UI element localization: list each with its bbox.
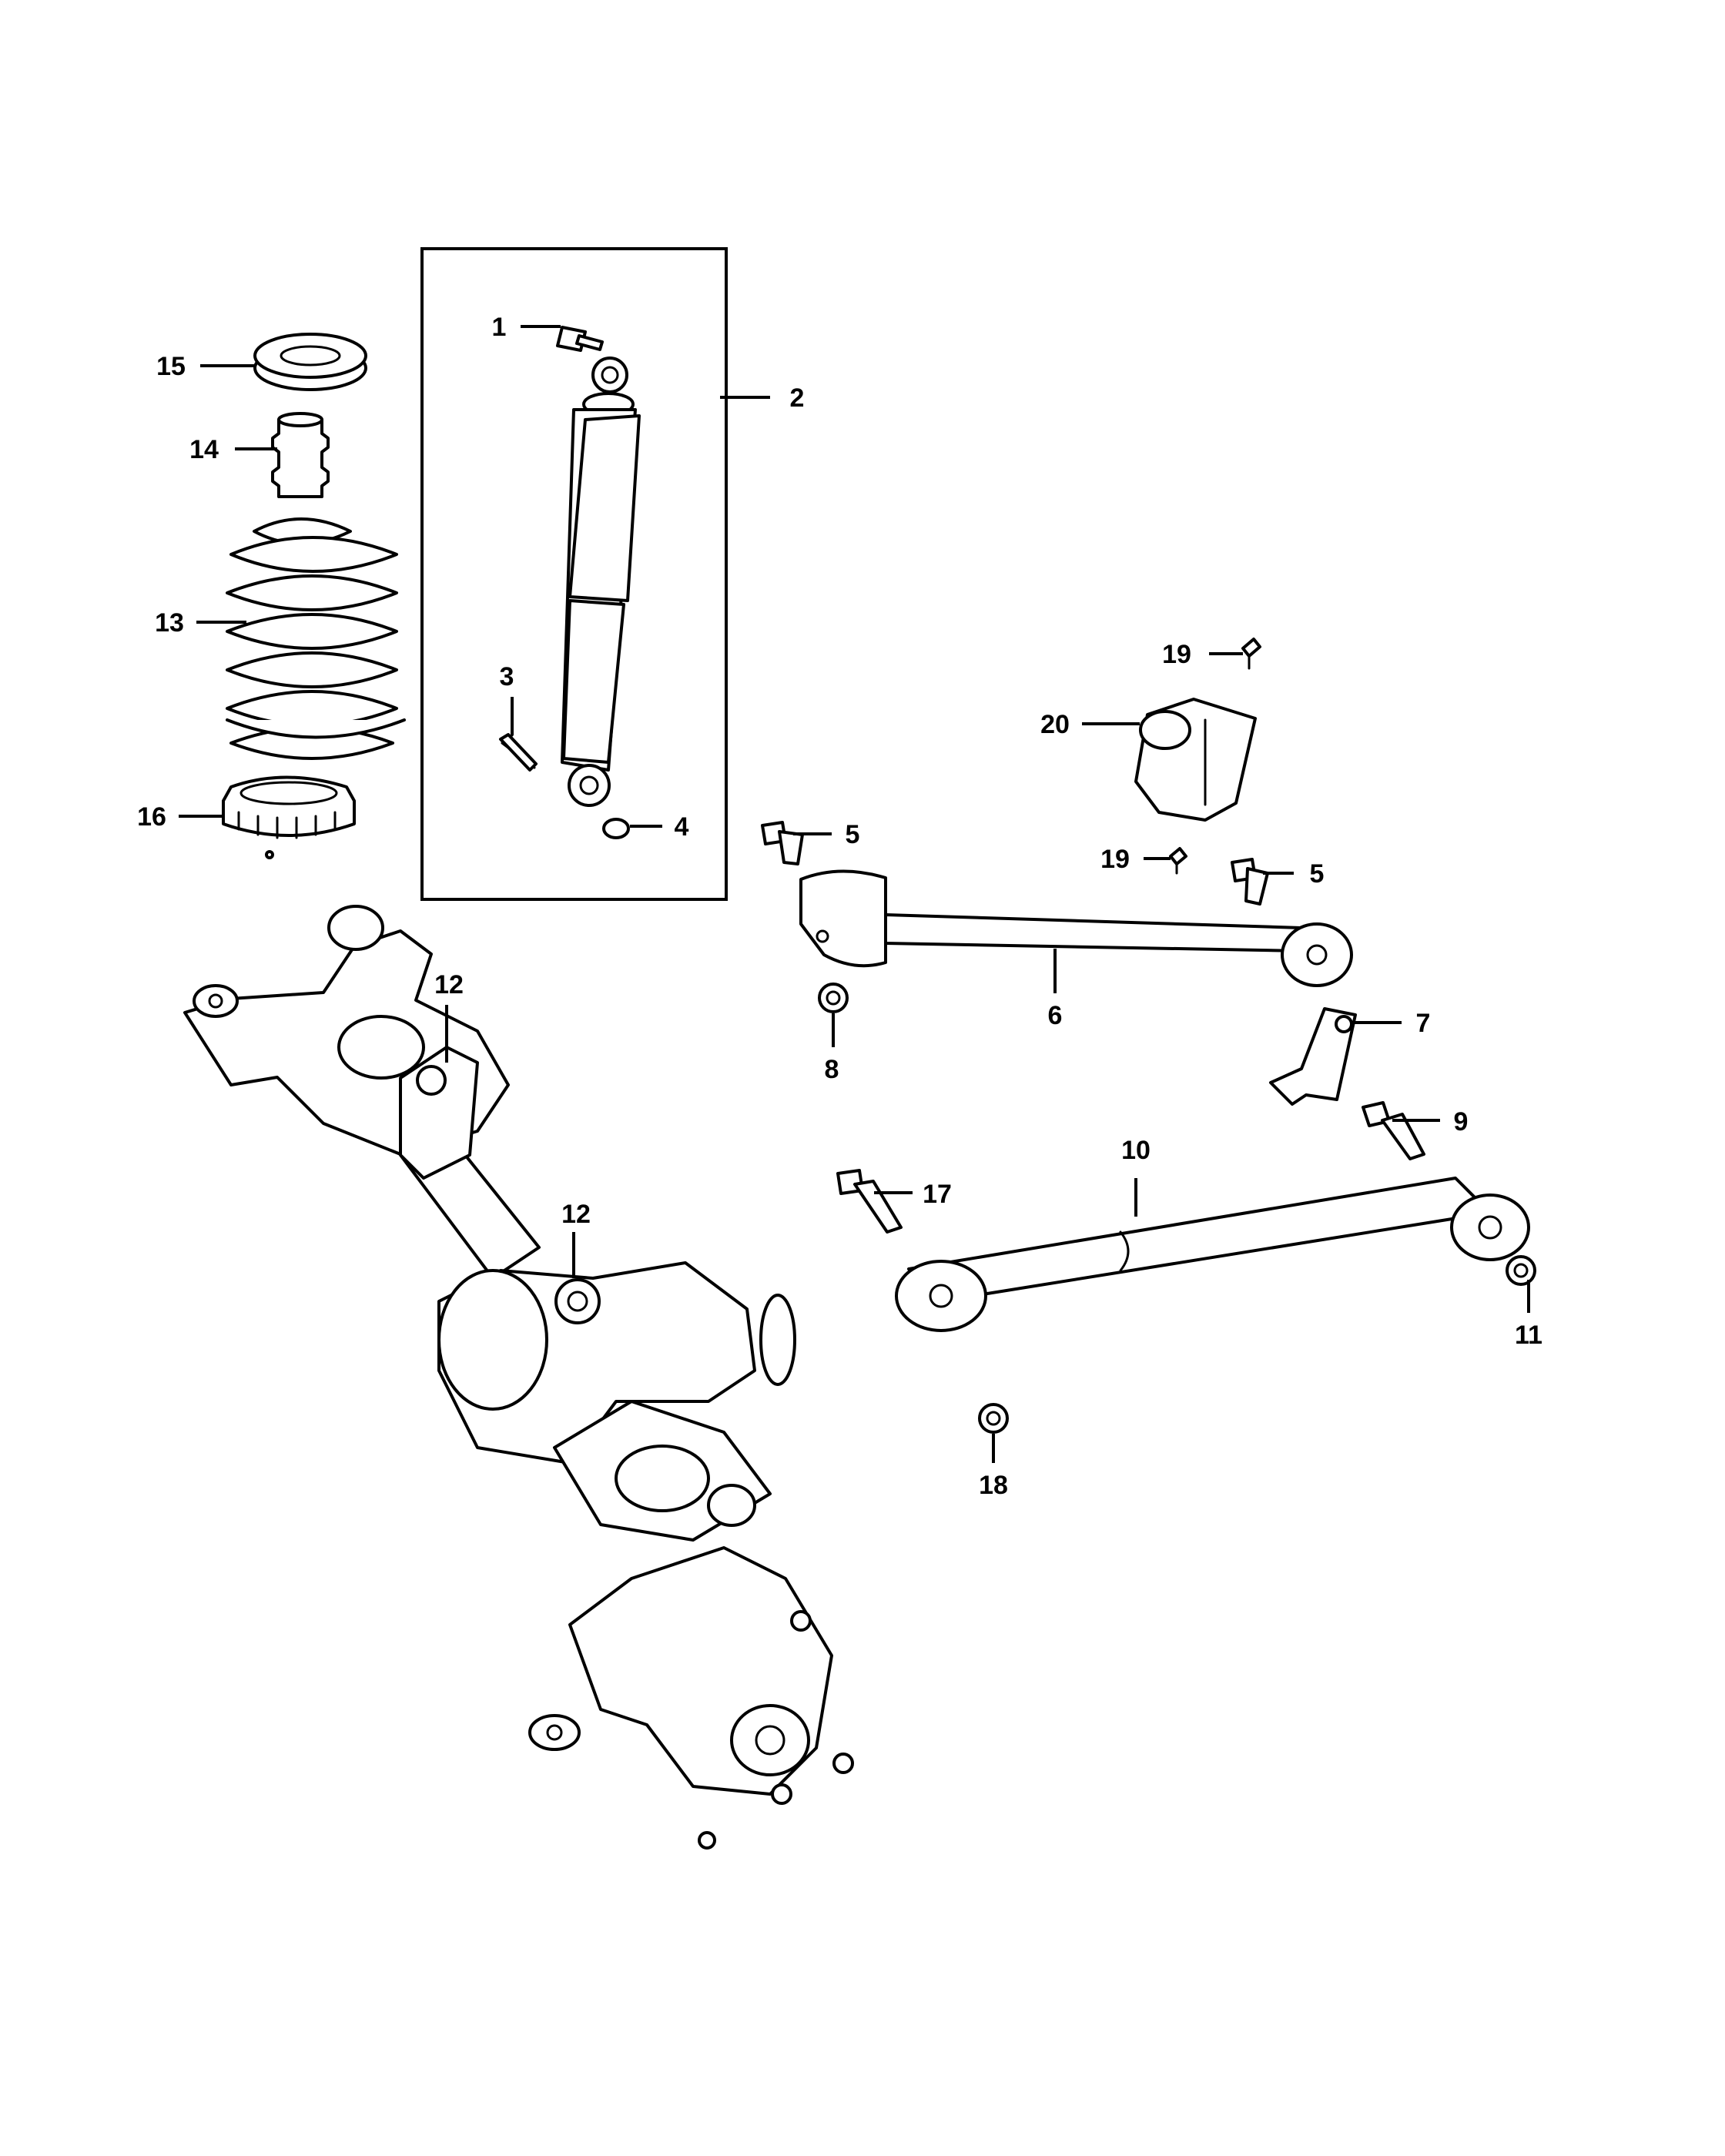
part-5-bolt-right (1231, 858, 1269, 906)
part-10-lower-control-arm (895, 1177, 1530, 1332)
callout-18: 18 (979, 1471, 1008, 1500)
callout-13: 13 (155, 608, 184, 638)
callout-2: 2 (790, 383, 805, 413)
callout-5-right: 5 (1310, 859, 1325, 889)
part-3-clip (499, 703, 538, 772)
callout-16: 16 (137, 802, 166, 832)
callout-5-left: 5 (846, 820, 860, 849)
callout-9: 9 (1454, 1107, 1469, 1137)
part-16-lower-isolator (222, 775, 356, 859)
part-17-bolt (836, 1169, 903, 1234)
part-19-push-pin-lower (1169, 847, 1187, 875)
shock-assembly-frame (420, 247, 728, 901)
part-6-upper-control-arm (799, 869, 1353, 987)
callout-8: 8 (825, 1055, 839, 1084)
part-9-bolt (1362, 1101, 1425, 1160)
part-15-spring-isolator (253, 333, 367, 391)
part-4-nut (602, 818, 630, 839)
callout-3: 3 (500, 662, 514, 691)
part-1-bolt (556, 326, 604, 352)
part-8-nut (818, 983, 849, 1013)
callout-1: 1 (492, 313, 507, 342)
callout-12-upper: 12 (434, 970, 464, 999)
callout-6: 6 (1048, 1001, 1063, 1030)
callout-11: 11 (1515, 1321, 1542, 1350)
part-19-push-pin-upper (1241, 638, 1261, 670)
front-axle-assembly (183, 905, 854, 1850)
part-14-jounce-bumper (271, 412, 330, 498)
callout-17: 17 (923, 1180, 952, 1209)
leader-lines (179, 325, 1530, 1463)
callout-15: 15 (156, 352, 186, 381)
callout-14: 14 (189, 435, 219, 464)
callout-12-lower: 12 (561, 1200, 591, 1229)
callout-19-upper: 19 (1162, 640, 1191, 669)
part-13-coil-spring (226, 517, 406, 760)
callout-20: 20 (1040, 710, 1070, 739)
part-7-bracket (1269, 1007, 1357, 1106)
callout-4: 4 (675, 812, 689, 842)
callout-19-lower: 19 (1100, 845, 1130, 874)
callout-labels: 1 2 3 4 5 5 6 7 8 9 10 11 12 12 13 14 15… (137, 313, 1542, 1500)
part-5-bolt-left (761, 821, 804, 865)
part-11-nut (1506, 1255, 1536, 1286)
part-18-nut (978, 1403, 1009, 1434)
callout-7: 7 (1416, 1009, 1431, 1038)
callout-10: 10 (1121, 1136, 1151, 1165)
part-2-shock-absorber (561, 357, 641, 807)
part-20-bumper-bracket (1134, 698, 1257, 822)
